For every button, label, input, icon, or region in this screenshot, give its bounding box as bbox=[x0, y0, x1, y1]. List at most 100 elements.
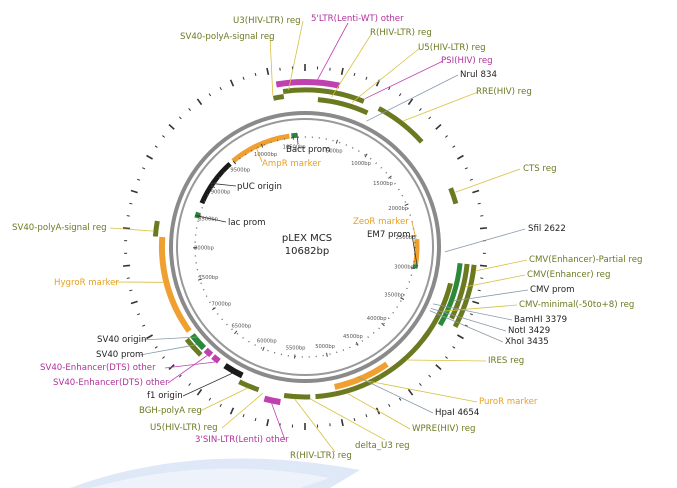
leader-line bbox=[444, 228, 526, 253]
arc-u3-5ltr bbox=[272, 94, 285, 101]
outer-dash bbox=[444, 356, 448, 359]
plasmid-size: 10682bp bbox=[285, 246, 330, 257]
leader-line bbox=[357, 376, 434, 414]
leader-line bbox=[442, 304, 518, 312]
label-nrui-834: Nrul 834 bbox=[460, 70, 497, 80]
outer-dash bbox=[130, 189, 138, 194]
outer-dash bbox=[219, 403, 222, 408]
leader-line bbox=[269, 36, 274, 96]
leader-line bbox=[364, 380, 478, 403]
arc-cmv-enhancer bbox=[449, 263, 470, 320]
leader-line bbox=[331, 32, 373, 98]
leader-line bbox=[316, 22, 349, 82]
label-f1-origin: f1 origin bbox=[147, 391, 183, 401]
bp-tick-label: 2000bp bbox=[388, 206, 408, 212]
outer-dash bbox=[398, 397, 402, 401]
outer-dash bbox=[452, 346, 456, 349]
leader-line bbox=[141, 336, 198, 341]
leader-line bbox=[167, 355, 208, 384]
label-bact-prom: Bact prom bbox=[286, 145, 330, 155]
label-sv40-prom: SV40 prom bbox=[96, 350, 143, 360]
outer-dash bbox=[229, 79, 235, 87]
outer-dash bbox=[428, 116, 432, 120]
outer-dash bbox=[188, 383, 191, 386]
outer-dash bbox=[428, 374, 432, 378]
leader-line bbox=[296, 133, 299, 145]
label-sv40-enhancer-1: SV40-Enhancer(DTS) other bbox=[40, 363, 156, 373]
outer-dash bbox=[353, 72, 356, 77]
outer-dash bbox=[452, 145, 456, 148]
outer-dash bbox=[146, 154, 153, 160]
outer-dash bbox=[142, 324, 146, 327]
leader-line bbox=[432, 303, 513, 321]
label-noti-3429: NotI 3429 bbox=[508, 326, 550, 336]
outer-dash bbox=[419, 383, 422, 386]
outer-dash bbox=[142, 167, 146, 170]
label-xhoi-3435: XhoI 3435 bbox=[505, 337, 549, 347]
label-sv40-enhancer-2: SV40-Enhancer(DTS) other bbox=[53, 378, 169, 388]
arc-5ltr-magenta bbox=[275, 79, 340, 89]
outer-dash bbox=[168, 123, 175, 130]
label-rre-hiv: RRE(HIV) reg bbox=[476, 87, 532, 97]
arc-rre bbox=[377, 106, 424, 144]
label-cmv-enhancer: CMV(Enhancer) reg bbox=[527, 270, 610, 280]
outer-dash bbox=[469, 178, 474, 181]
label-lac-prom: lac prom bbox=[228, 218, 266, 228]
outer-dash bbox=[122, 227, 131, 230]
label-psi-hiv: PSI(HIV) reg bbox=[441, 56, 493, 66]
outer-dash bbox=[388, 403, 391, 408]
bp-tick-mark bbox=[197, 278, 202, 281]
outer-dash bbox=[365, 414, 368, 418]
bp-tick-mark bbox=[400, 297, 405, 300]
leader-line bbox=[182, 373, 233, 397]
outer-dash bbox=[457, 334, 464, 340]
label-wpre-hiv: WPRE(HIV) reg bbox=[412, 424, 475, 434]
outer-dash bbox=[136, 178, 141, 181]
bp-tick-mark bbox=[404, 203, 409, 206]
arc-hygro bbox=[158, 236, 192, 333]
outer-dash bbox=[229, 407, 235, 415]
bp-tick-mark bbox=[211, 185, 216, 189]
plasmid-backbone bbox=[169, 111, 441, 383]
arc-bgh bbox=[238, 379, 260, 393]
leader-line bbox=[453, 289, 529, 302]
leader-line bbox=[406, 359, 487, 362]
outer-dash bbox=[477, 202, 481, 205]
outer-dash bbox=[130, 300, 138, 305]
label-cmv-minimal: CMV-minimal(-50to+8) reg bbox=[519, 300, 634, 310]
outer-dash bbox=[340, 67, 344, 76]
outer-dash bbox=[126, 277, 130, 279]
outer-dash bbox=[464, 167, 468, 170]
arc-cts bbox=[448, 187, 459, 205]
arc-sv40-polya-lower bbox=[184, 337, 203, 357]
leader-line bbox=[364, 60, 444, 100]
bp-tick-label: 2500bp bbox=[396, 235, 416, 241]
label-ires: IRES reg bbox=[488, 356, 524, 366]
outer-dash bbox=[254, 417, 257, 422]
feature-arcs bbox=[152, 79, 477, 406]
label-5ltr-lenti-wt: 5'LTR(Lenti-WT) other bbox=[311, 14, 404, 24]
bp-tick-mark bbox=[260, 143, 264, 148]
outer-dash bbox=[208, 397, 212, 401]
bp-tick-label: 8500bp bbox=[198, 216, 218, 222]
outer-dash bbox=[407, 98, 414, 106]
leader-line bbox=[139, 344, 197, 356]
outer-dash bbox=[472, 300, 480, 305]
bp-tick-label: 5000bp bbox=[315, 344, 335, 350]
label-puc-origin: pUC origin bbox=[237, 182, 282, 192]
label-sv40-origin: SV40 origin bbox=[97, 335, 146, 345]
leader-line bbox=[465, 274, 526, 288]
label-hygror-marker: HygroR marker bbox=[54, 278, 119, 288]
bp-tick-label: 1000bp bbox=[351, 161, 371, 167]
leader-line bbox=[310, 398, 386, 441]
leader-line bbox=[288, 20, 304, 90]
outer-dash bbox=[472, 189, 480, 194]
outer-dash bbox=[162, 135, 166, 138]
outer-dash bbox=[398, 93, 402, 97]
bp-tick-mark bbox=[335, 139, 338, 144]
label-zeor-marker: ZeoR marker bbox=[353, 217, 409, 227]
label-u3-hiv-ltr-top: U3(HIV-LTR) reg bbox=[233, 16, 301, 26]
bp-tick-label: 1500bp bbox=[373, 181, 393, 187]
feature-labels: U3(HIV-LTR) reg 5'LTR(Lenti-WT) other SV… bbox=[12, 14, 643, 461]
leader-line bbox=[346, 392, 411, 430]
